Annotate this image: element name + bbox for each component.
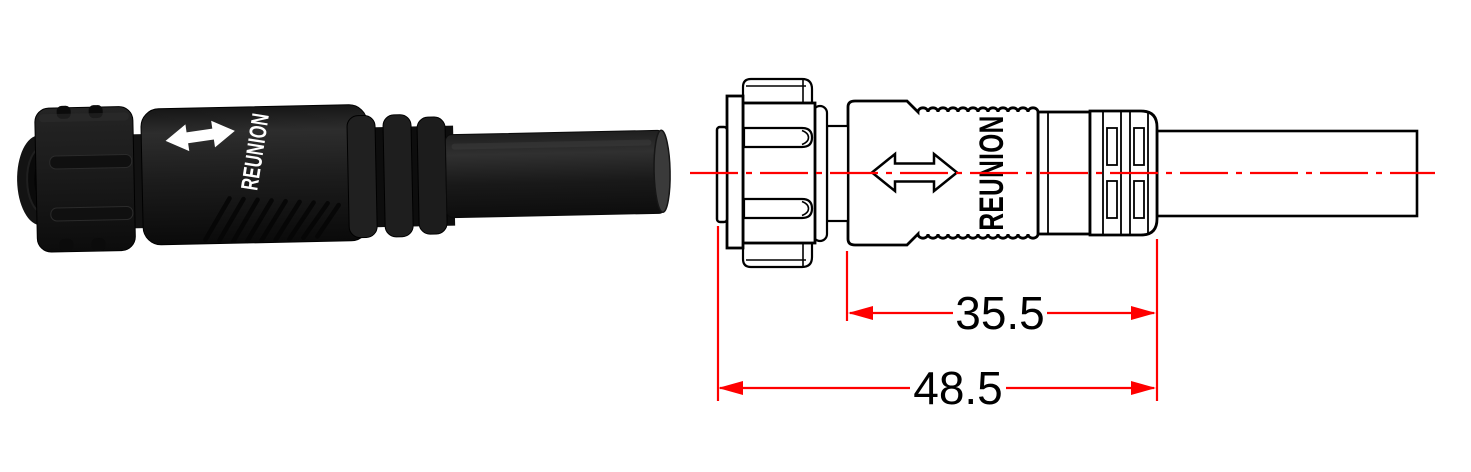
- product-render: REUNION: [17, 104, 671, 253]
- nut-slot-detail: [801, 129, 810, 146]
- nut-lobe-bottom: [741, 241, 814, 269]
- dimension-layer: 35.5 48.5: [690, 171, 1435, 414]
- render-grip-grooves: [203, 196, 341, 244]
- dim-arrowhead-left: [718, 381, 743, 395]
- nut-slot: [742, 197, 814, 220]
- nut-slot: [742, 126, 814, 149]
- dim-arrowhead-right: [1131, 381, 1156, 395]
- nut-lobe-top: [741, 77, 814, 105]
- dimension-48-5: 48.5: [718, 362, 1156, 414]
- dim-arrowhead-left: [848, 306, 873, 320]
- cap-groove: [50, 205, 134, 222]
- double-arrow-icon: [165, 120, 235, 152]
- dim-arrowhead-right: [1131, 306, 1156, 320]
- dimension-35-5: 35.5: [848, 287, 1156, 339]
- dim-label: 48.5: [913, 362, 1003, 414]
- cable-end-face: [653, 129, 671, 213]
- technical-drawing: REUNION: [690, 77, 1435, 414]
- dim-label: 35.5: [955, 287, 1045, 339]
- render-coupling-nut: [34, 105, 136, 253]
- render-cable: [444, 129, 671, 219]
- cap-groove: [49, 153, 133, 170]
- drawing-mating-tip: [715, 125, 729, 224]
- render-strain-relief: [346, 114, 456, 239]
- nut-slot-detail: [801, 200, 810, 217]
